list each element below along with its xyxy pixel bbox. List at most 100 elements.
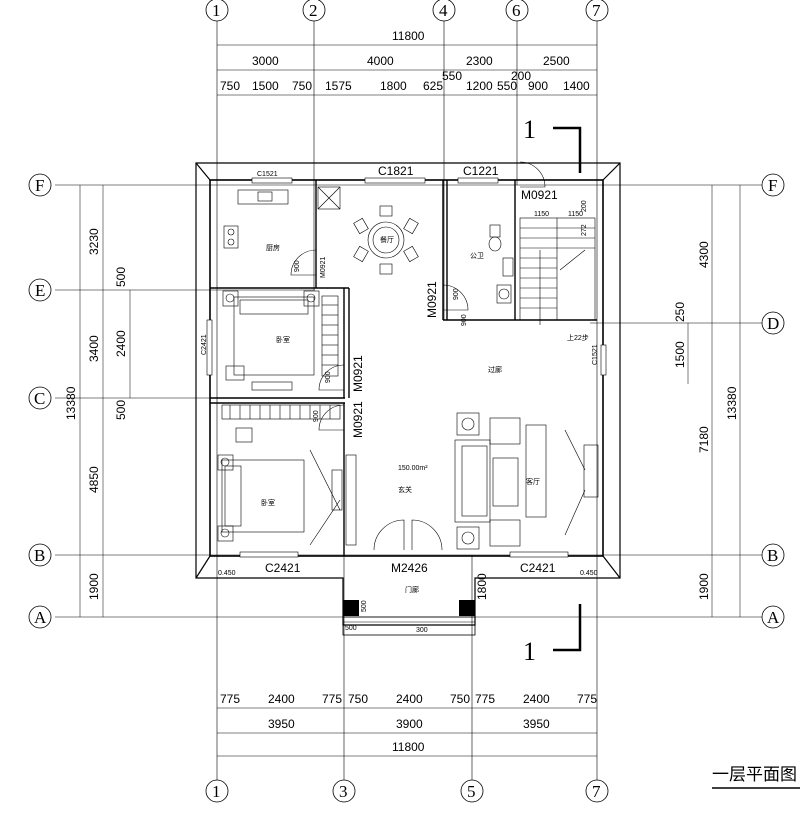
dim-top-row3-3: 750 — [292, 79, 312, 93]
dim-right-total: 13380 — [725, 386, 739, 420]
dim-top-row3-2: 1500 — [252, 79, 279, 93]
window-label-c2421-left: C2421 — [265, 561, 301, 575]
section-mark-bottom: 1 — [523, 637, 536, 666]
axis-right-A: A — [767, 608, 780, 627]
section-mark-top: 1 — [523, 115, 536, 144]
windows — [206, 177, 607, 558]
axis-left-C: C — [34, 389, 45, 408]
dim-left-row2-1: 3230 — [87, 228, 101, 255]
living-room-furniture — [454, 412, 599, 550]
dining-table — [353, 205, 419, 275]
room-kitchen: 厨房 — [266, 243, 280, 252]
door-width-3: 900 — [325, 371, 332, 383]
stair-dim-3: 200 — [581, 200, 588, 212]
dim-bottom-row1-3: 775 — [322, 692, 342, 706]
room-bedroom-1: 卧室 — [276, 335, 290, 344]
dim-left-row2-2: 3400 — [87, 335, 101, 362]
dim-right-row3-2: 1500 — [673, 341, 687, 368]
window-label-c1521-east: C1521 — [592, 344, 599, 365]
dim-top-row3-4: 1575 — [325, 79, 352, 93]
axis-left-F: F — [35, 176, 44, 195]
dim-bottom-row1-5: 2400 — [396, 692, 423, 706]
axis-bottom-7: 7 — [592, 782, 601, 801]
stair-up-label: 上 — [567, 333, 574, 342]
dim-top-row3-9: 200 — [511, 69, 531, 83]
axis-bubbles — [28, 0, 785, 803]
door-swings — [290, 161, 546, 551]
door-width-4: 900 — [313, 410, 320, 422]
porch-column-right — [459, 600, 475, 616]
dimension-lines — [79, 44, 741, 757]
axis-top-7: 7 — [592, 1, 601, 20]
dim-left-row3-2: 2400 — [114, 330, 128, 357]
dim-bottom-row2-3: 3950 — [523, 717, 550, 731]
grid-lines — [55, 20, 765, 780]
axis-top-2: 2 — [309, 1, 318, 20]
drawing-title: 一层平面图 — [712, 765, 797, 784]
axis-right-B: B — [767, 546, 778, 565]
dim-bottom-row1-2: 2400 — [268, 692, 295, 706]
dim-top-row2-1: 3000 — [252, 54, 279, 68]
door-label-kitchen: M0921 — [320, 256, 327, 278]
door-width-2: 900 — [453, 288, 460, 300]
dim-top-row2-2: 4000 — [367, 54, 394, 68]
porch-dim-4: 1800 — [475, 573, 489, 600]
dim-top-row2-4: 2500 — [543, 54, 570, 68]
dim-top-total: 11800 — [392, 29, 425, 43]
window-label-c2421-right: C2421 — [520, 561, 556, 575]
porch-dim-2: 500 — [345, 625, 357, 632]
dim-bottom-row1-9: 775 — [577, 692, 597, 706]
dim-bottom-row1-1: 775 — [220, 692, 240, 706]
dim-left-row3-1: 500 — [114, 267, 128, 287]
door-width-1: 900 — [294, 260, 301, 272]
axis-bottom-1: 1 — [212, 782, 221, 801]
axis-top-1: 1 — [212, 1, 221, 20]
axis-left-B: B — [34, 546, 45, 565]
stair-dim-1: 1150 — [534, 211, 549, 218]
axis-bottom-3: 3 — [339, 782, 348, 801]
dim-bottom-row2-2: 3900 — [396, 717, 423, 731]
room-wc: 公卫 — [470, 252, 484, 260]
stair — [519, 217, 596, 325]
porch-column-left — [343, 600, 359, 616]
axis-top-6: 6 — [512, 1, 521, 20]
door-label-main: M2426 — [391, 561, 428, 575]
dim-right-row2-1: 4300 — [697, 241, 711, 268]
dim-bottom-row1-6: 750 — [450, 692, 470, 706]
dim-top-row3-8: 1200 — [466, 79, 493, 93]
dim-left-row2-4: 1900 — [87, 573, 101, 600]
entry-cabinet — [345, 454, 357, 546]
dim-top-row2-3: 2300 — [466, 54, 493, 68]
dim-left-total: 13380 — [64, 386, 78, 420]
axis-top-4: 4 — [439, 1, 448, 20]
porch-dim-3: 300 — [416, 627, 428, 634]
dim-top-row3-6: 625 — [423, 79, 443, 93]
dim-bottom-total: 11800 — [392, 740, 425, 754]
kitchen-fixtures — [223, 186, 341, 249]
door-width-5: 900 — [461, 314, 468, 326]
dim-left-row2-3: 4850 — [87, 466, 101, 493]
area-label: 150.00m² — [398, 465, 428, 472]
level-tag-right: 0.450 — [580, 570, 598, 577]
dim-bottom-row1-8: 2400 — [523, 692, 550, 706]
axis-left-A: A — [34, 608, 47, 627]
bedroom-1-furniture — [222, 290, 339, 391]
door-label-bedroom2: M0921 — [351, 401, 365, 438]
axis-bottom-5: 5 — [467, 782, 476, 801]
room-foyer: 玄关 — [398, 485, 412, 494]
window-label-c1221: C1221 — [463, 164, 499, 178]
dim-right-row2-2: 7180 — [697, 426, 711, 453]
room-living: 客厅 — [526, 477, 540, 486]
section-marks — [553, 126, 582, 652]
door-label-stair: M0921 — [521, 188, 558, 202]
room-dining: 餐厅 — [380, 235, 394, 244]
dim-top-row3-10: 550 — [497, 79, 517, 93]
room-corridor: 过廊 — [488, 365, 502, 374]
dim-top-row3-7: 550 — [442, 69, 462, 83]
dim-right-row2-3: 1900 — [697, 573, 711, 600]
bathroom-fixtures — [488, 224, 514, 304]
room-bedroom-2: 卧室 — [261, 498, 275, 507]
dim-bottom-row1-4: 750 — [348, 692, 368, 706]
door-label-wc: M0921 — [425, 281, 439, 318]
axis-left-E: E — [35, 281, 45, 300]
